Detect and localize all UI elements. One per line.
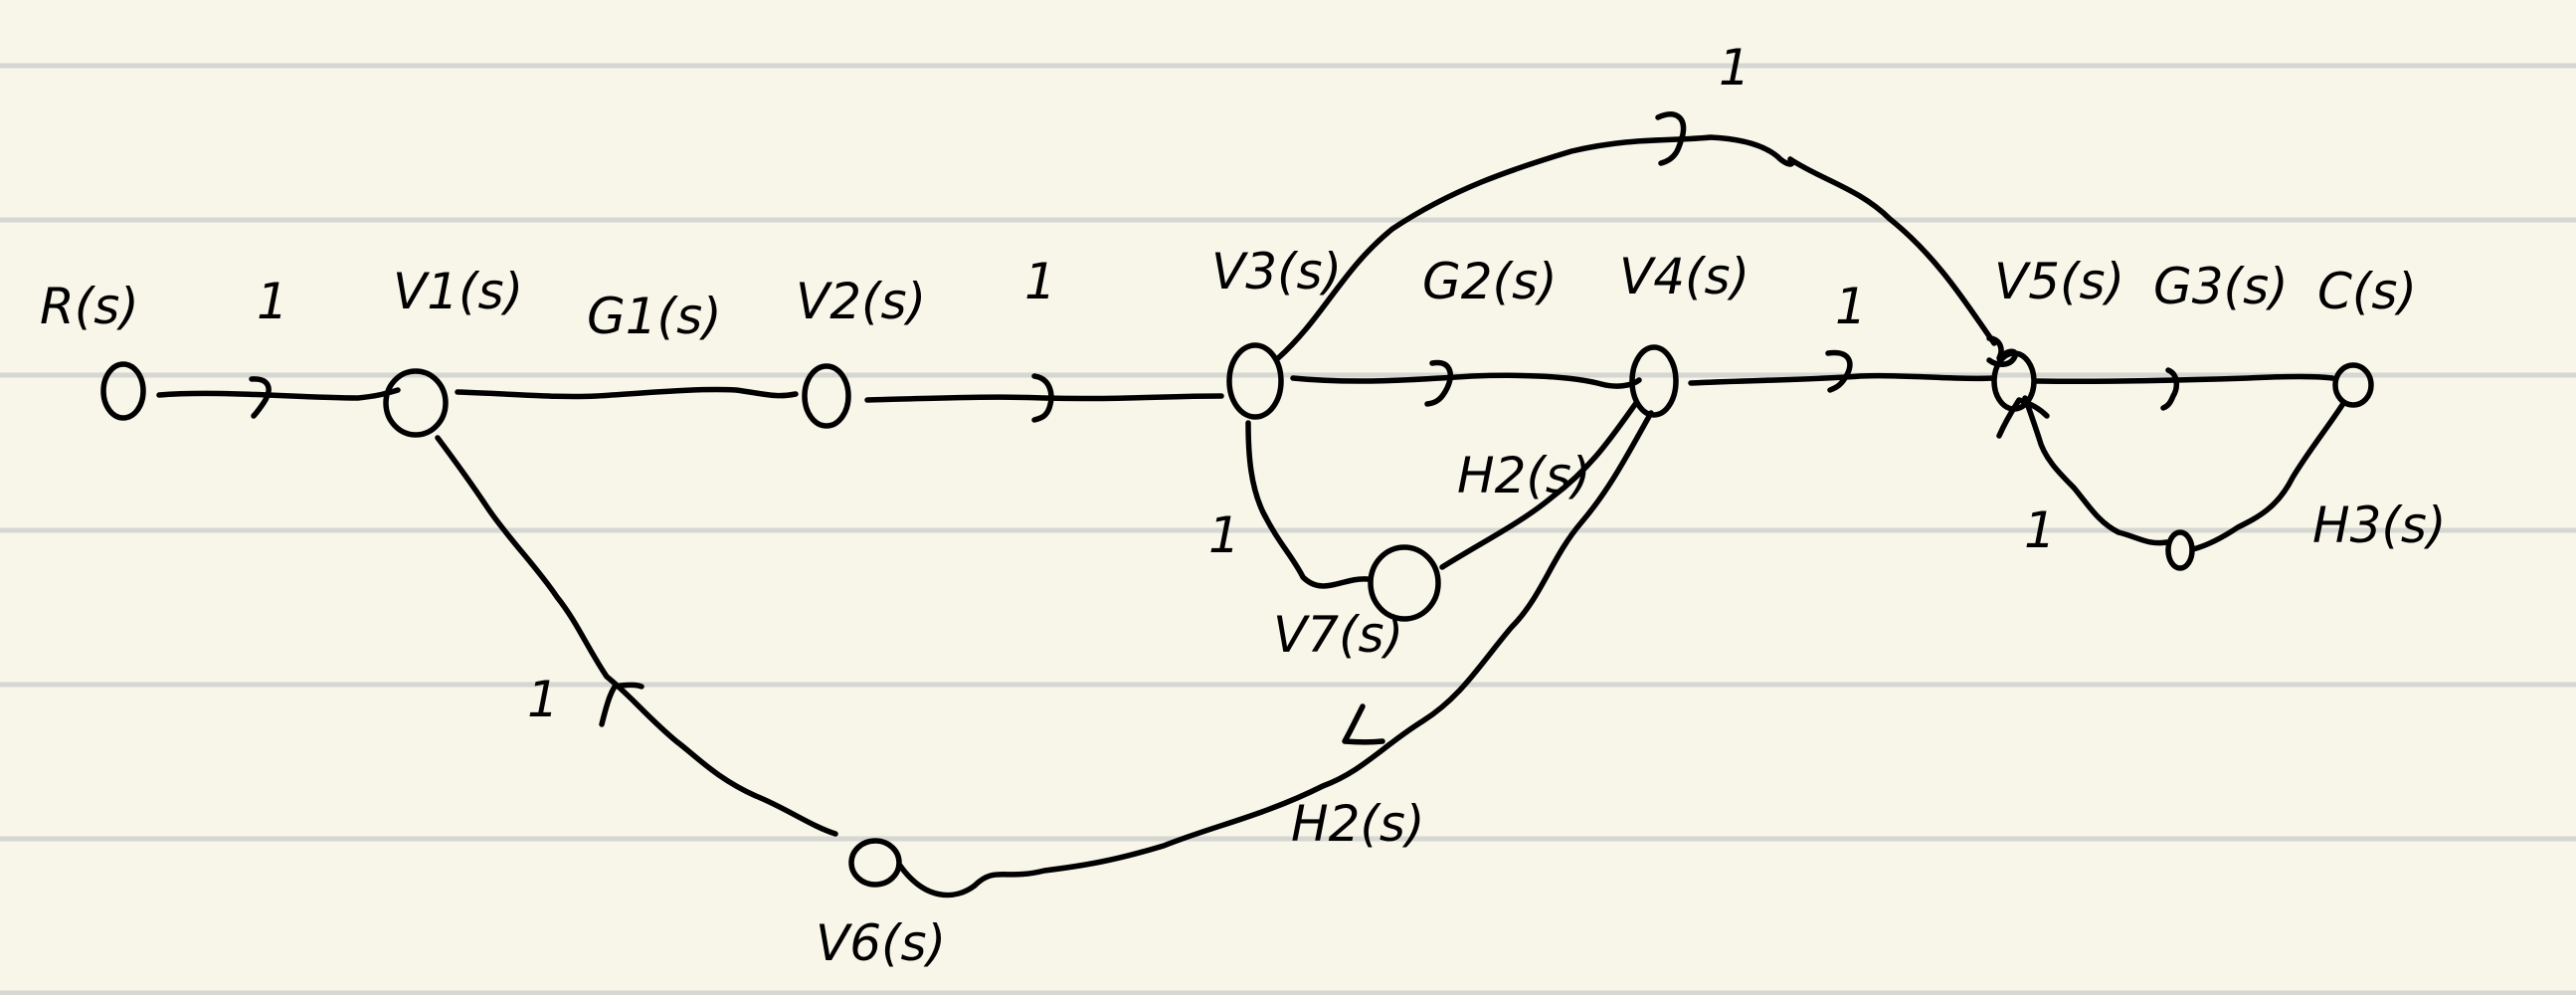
edge-v3-v4 — [1290, 372, 1642, 389]
gain-label-v3-v7: 1 — [1208, 506, 1240, 564]
ruled-lines — [0, 63, 2576, 995]
edge-n8-v5 — [2022, 395, 2169, 546]
node-label-c: C(s) — [2317, 263, 2417, 320]
edge-v3-v5-arc — [1275, 134, 1997, 361]
node-label-v2: V2(s) — [796, 273, 926, 330]
gain-label-r-v1: 1 — [257, 273, 288, 330]
node-label-v6: V6(s) — [816, 914, 946, 972]
node-n8[interactable] — [2165, 529, 2195, 571]
node-labels: R(s) V1(s) V2(s) V3(s) V4(s) V5(s) C(s) … — [40, 243, 2417, 972]
node-label-v1: V1(s) — [393, 263, 523, 320]
edge-r-v1 — [156, 387, 401, 401]
arrow-head-icon — [1424, 359, 1453, 407]
edge-v4-v6 — [897, 410, 1654, 898]
gain-label-n8-v5: 1 — [2024, 501, 2056, 559]
arrow-head-icon — [1825, 349, 1853, 393]
node-v1[interactable] — [383, 368, 449, 438]
gain-label-c-n8: H3(s) — [2312, 497, 2446, 554]
node-v2[interactable] — [802, 363, 851, 429]
gain-label-v7-v4: H2(s) — [1457, 447, 1590, 504]
gain-label-v2-v3: 1 — [1024, 253, 1056, 310]
edge-v3-v7 — [1245, 420, 1371, 589]
nodes — [100, 342, 2374, 888]
node-v7[interactable] — [1368, 544, 1441, 622]
edge-c-n8 — [2190, 402, 2345, 552]
arrow-head-icon — [1031, 373, 1054, 423]
arrow-head-icon — [599, 682, 644, 727]
arrow-head-icon — [1996, 397, 2050, 439]
node-c[interactable] — [2332, 362, 2374, 408]
node-label-v5: V5(s) — [1994, 253, 2124, 310]
gain-label-v4-v6: H2(s) — [1291, 795, 1424, 853]
node-v6[interactable] — [848, 838, 902, 888]
gain-label-v5-c: G3(s) — [2153, 258, 2289, 315]
gain-labels: 1 G1(s) 1 G2(s) 1 G3(s) 1 1 H2(s) H2(s) … — [257, 39, 2446, 853]
node-v5[interactable] — [1991, 350, 2037, 412]
gain-label-v4-v5: 1 — [1835, 278, 1867, 335]
edge-v6-v1 — [435, 435, 838, 837]
edge-v7-v4 — [1439, 400, 1639, 570]
arrow-head-icon — [1342, 703, 1385, 745]
arrow-head-icon — [2160, 367, 2180, 411]
edge-v5-c — [2034, 373, 2335, 385]
gain-label-v1-v2: G1(s) — [587, 288, 722, 345]
node-r[interactable] — [100, 361, 146, 421]
gain-label-v3-v4: G2(s) — [1422, 253, 1558, 310]
gain-label-v6-v1: 1 — [527, 671, 559, 728]
node-label-r: R(s) — [40, 278, 139, 335]
node-label-v7: V7(s) — [1273, 606, 1403, 664]
edge-v2-v3 — [864, 393, 1224, 403]
edges — [156, 111, 2345, 898]
node-v3[interactable] — [1226, 342, 1284, 420]
edge-v1-v2 — [455, 386, 799, 400]
gain-label-v3-v5: 1 — [1719, 39, 1750, 97]
edge-v4-v5 — [1688, 372, 1997, 386]
node-label-v3: V3(s) — [1211, 243, 1342, 300]
arrow-head-icon — [249, 376, 272, 419]
node-label-v4: V4(s) — [1619, 248, 1749, 305]
arrow-head-icon — [1655, 111, 1687, 166]
node-v4[interactable] — [1629, 344, 1679, 418]
